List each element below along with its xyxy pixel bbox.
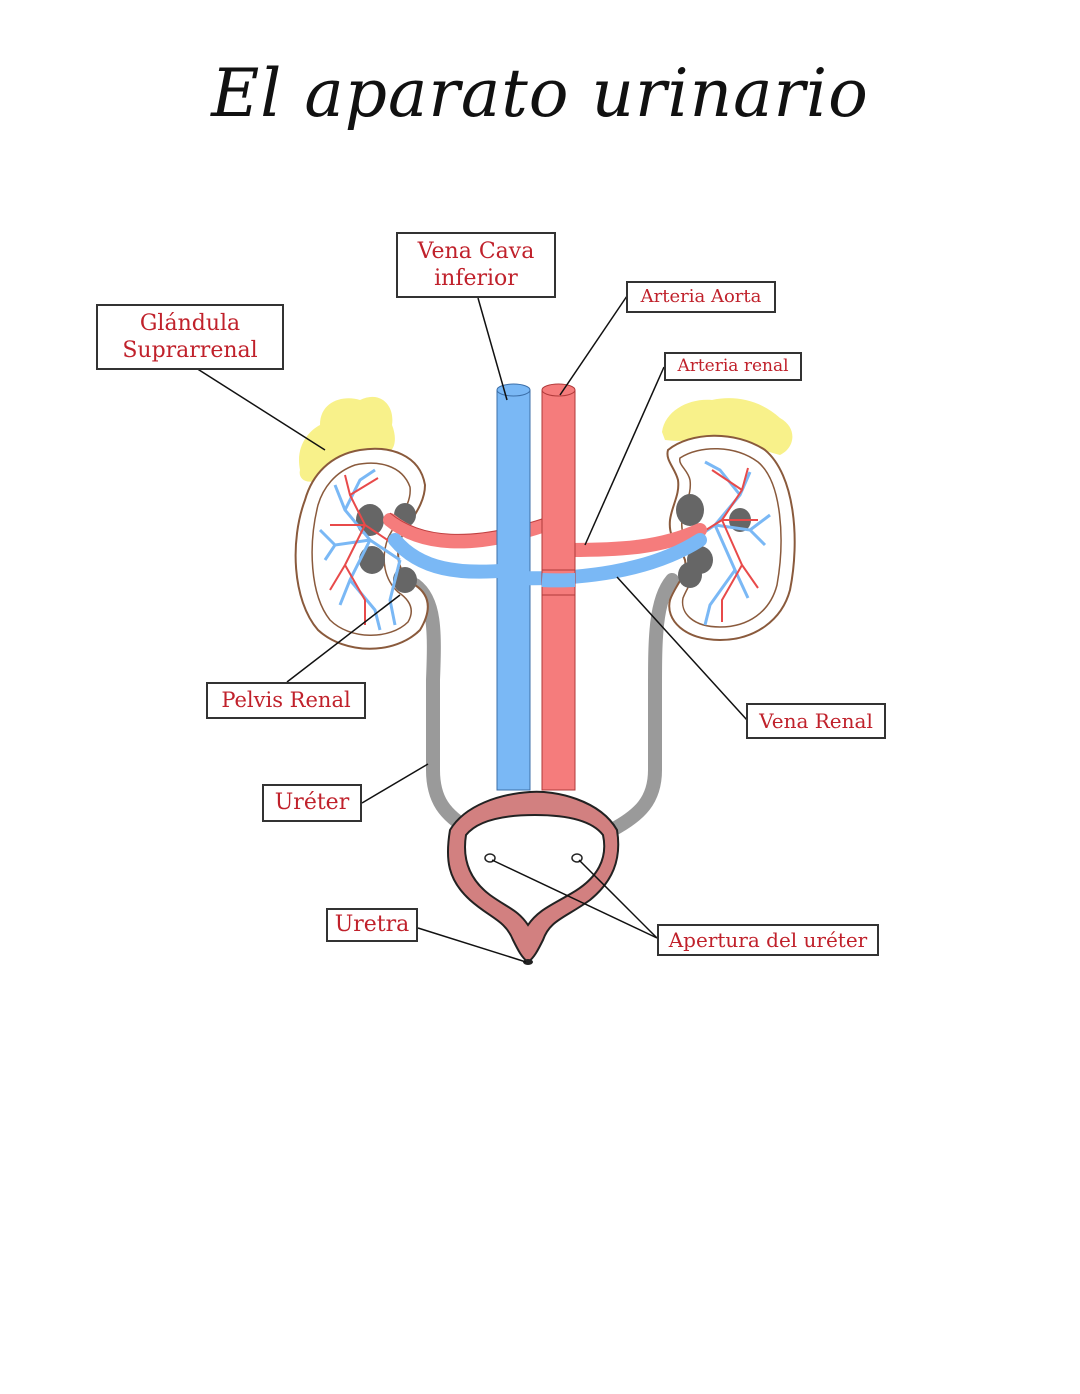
leader-pelvis (286, 594, 401, 683)
leader-glandula (195, 367, 326, 451)
right-kidney (666, 434, 796, 642)
label-pelvis-renal: Pelvis Renal (206, 682, 366, 719)
label-vena-renal: Vena Renal (746, 703, 886, 739)
right-ureter (605, 573, 679, 837)
label-vena-cava-line2: inferior (434, 266, 518, 291)
left-kidney (294, 447, 429, 650)
arteria-aorta (541, 389, 576, 791)
label-ureter: Uréter (262, 784, 362, 822)
label-vena-cava-line1: Vena Cava (417, 238, 535, 264)
label-apertura-del-ureter: Apertura del uréter (657, 924, 879, 956)
vena-cava-inferior (496, 389, 531, 791)
right-renal-artery (563, 523, 707, 557)
leader-uretra (417, 927, 527, 963)
left-renal-vein (388, 533, 517, 579)
label-uretra: Uretra (326, 908, 418, 942)
right-adrenal-gland (662, 398, 793, 455)
leader-ureter (361, 763, 429, 804)
leader-apertura-1 (491, 859, 658, 939)
label-arteria-renal: Arteria renal (664, 352, 802, 381)
left-adrenal-gland (299, 396, 395, 482)
leader-vena-renal (616, 576, 748, 721)
label-glandula-line2: Suprarrenal (122, 338, 258, 363)
urethra-opening (523, 959, 533, 965)
label-arteria-aorta: Arteria Aorta (626, 281, 776, 313)
right-renal-vein (508, 533, 707, 586)
leader-arteria-renal (584, 366, 665, 546)
leader-aorta (559, 295, 628, 396)
label-glandula-line1: Glándula (139, 310, 241, 336)
leader-apertura-2 (578, 859, 658, 939)
page-title: El aparato urinario (211, 55, 869, 132)
leader-vena-cava (477, 297, 508, 401)
